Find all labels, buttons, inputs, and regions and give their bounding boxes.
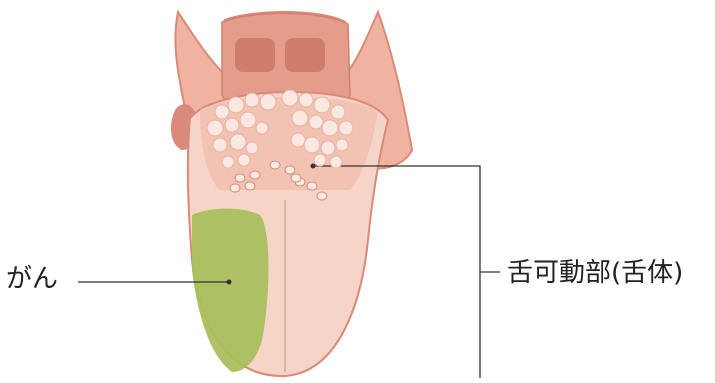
papilla (330, 156, 342, 168)
circumvallate-papilla (245, 182, 255, 190)
papilla (314, 97, 330, 113)
papilla (213, 138, 227, 152)
papilla (256, 122, 268, 134)
throat-fold-left (235, 38, 275, 72)
papilla (260, 94, 276, 110)
papilla (309, 115, 323, 129)
papilla (240, 112, 256, 128)
papilla (291, 133, 305, 147)
cancer-leader-dot (227, 280, 232, 285)
papilla (336, 139, 348, 151)
papilla (225, 118, 239, 132)
cancer-label: がん (6, 266, 58, 292)
circumvallate-papilla (291, 174, 301, 182)
papilla (222, 156, 234, 168)
papilla (339, 121, 353, 135)
papilla (228, 97, 244, 113)
circumvallate-papilla (250, 171, 260, 179)
papilla (246, 142, 258, 154)
circumvallate-papilla (317, 192, 327, 200)
papilla (207, 120, 223, 136)
papilla (238, 154, 250, 166)
papilla (299, 93, 313, 107)
circumvallate-papilla (285, 166, 295, 174)
papilla (331, 105, 345, 119)
circumvallate-papilla (230, 184, 240, 192)
cancer-lesion (192, 209, 269, 372)
papilla (314, 154, 326, 166)
papilla (282, 90, 298, 106)
papilla (304, 137, 320, 153)
papilla (245, 93, 259, 107)
papilla (321, 141, 335, 155)
papilla (230, 134, 246, 150)
circumvallate-papilla (307, 182, 317, 190)
mobile-tongue-leader-dot (311, 164, 316, 169)
throat-fold-right (285, 38, 325, 72)
papilla (215, 105, 229, 119)
papilla (292, 110, 308, 126)
circumvallate-papilla (270, 161, 280, 169)
circumvallate-papilla (235, 174, 245, 182)
mobile-tongue-label: 舌可動部(舌体) (507, 260, 683, 286)
papilla (322, 120, 338, 136)
